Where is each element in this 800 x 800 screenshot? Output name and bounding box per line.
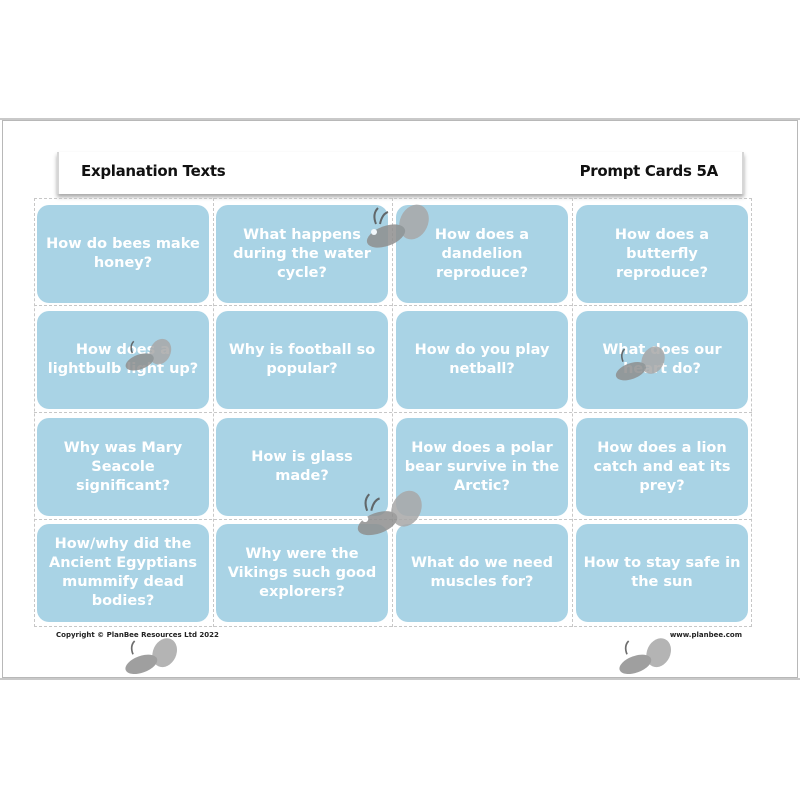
prompt-card: What happens during the water cycle?	[216, 205, 388, 303]
prompt-card: Why was Mary Seacole significant?	[37, 418, 209, 516]
prompt-card: How does a lion catch and eat its prey?	[576, 418, 748, 516]
cut-line	[34, 412, 752, 413]
prompt-card: How to stay safe in the sun	[576, 524, 748, 622]
card-set-label: Prompt Cards 5A	[579, 162, 719, 180]
prompt-card: How is glass made?	[216, 418, 388, 516]
prompt-card: Why is football so popular?	[216, 311, 388, 409]
worksheet-title: Explanation Texts	[81, 162, 226, 180]
copyright-text: Copyright © PlanBee Resources Ltd 2022	[56, 631, 219, 639]
prompt-card: How does a dandelion reproduce?	[396, 205, 568, 303]
header-bar: Explanation Texts Prompt Cards 5A	[57, 152, 744, 194]
bee-icon	[615, 346, 665, 381]
prompt-card: How does a polar bear survive in the Arc…	[396, 418, 568, 516]
prompt-card: How/why did the Ancient Egyptians mummif…	[37, 524, 209, 622]
bee-icon	[357, 490, 422, 536]
prompt-card: How does a butterfly reproduce?	[576, 205, 748, 303]
bee-icon	[125, 338, 172, 371]
prompt-card: What do we need muscles for?	[396, 524, 568, 622]
bee-icon	[125, 638, 177, 675]
prompt-card: Why were the Vikings such good explorers…	[216, 524, 388, 622]
prompt-card: How does a lightbulb light up?	[37, 311, 209, 409]
website-link: www.planbee.com	[669, 631, 742, 639]
bee-icon	[619, 638, 671, 675]
prompt-card: How do bees make honey?	[37, 205, 209, 303]
worksheet-frame	[2, 120, 798, 678]
cut-line	[34, 305, 752, 306]
prompt-card: How do you play netball?	[396, 311, 568, 409]
bee-icon	[366, 204, 429, 248]
